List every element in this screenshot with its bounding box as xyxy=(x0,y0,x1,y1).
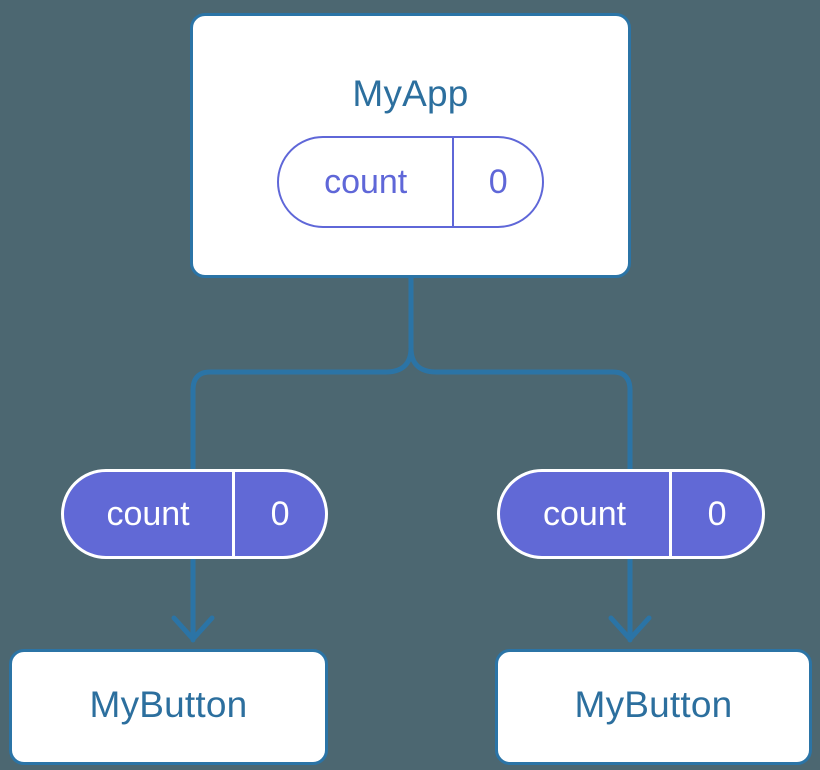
prop-value: 0 xyxy=(669,472,762,556)
state-capsule-myapp-count[interactable]: count 0 xyxy=(277,136,544,228)
component-box-mybutton-left[interactable]: MyButton xyxy=(9,649,328,765)
state-value: 0 xyxy=(452,138,542,226)
prop-value: 0 xyxy=(232,472,325,556)
prop-label: count xyxy=(106,494,190,533)
tree-branch-icon xyxy=(190,278,633,469)
prop-label: count xyxy=(542,494,627,533)
component-box-mybutton-right[interactable]: MyButton xyxy=(495,649,812,765)
component-name-mybutton-left: MyButton xyxy=(89,684,248,725)
arrow-down-icon xyxy=(171,556,215,643)
prop-capsule-left-count[interactable]: count 0 xyxy=(61,469,328,559)
component-name-mybutton-right: MyButton xyxy=(574,684,733,725)
component-name-myapp: MyApp xyxy=(352,73,469,114)
arrow-down-icon xyxy=(608,556,652,643)
state-label: count xyxy=(324,162,408,201)
prop-capsule-right-count[interactable]: count 0 xyxy=(497,469,765,559)
